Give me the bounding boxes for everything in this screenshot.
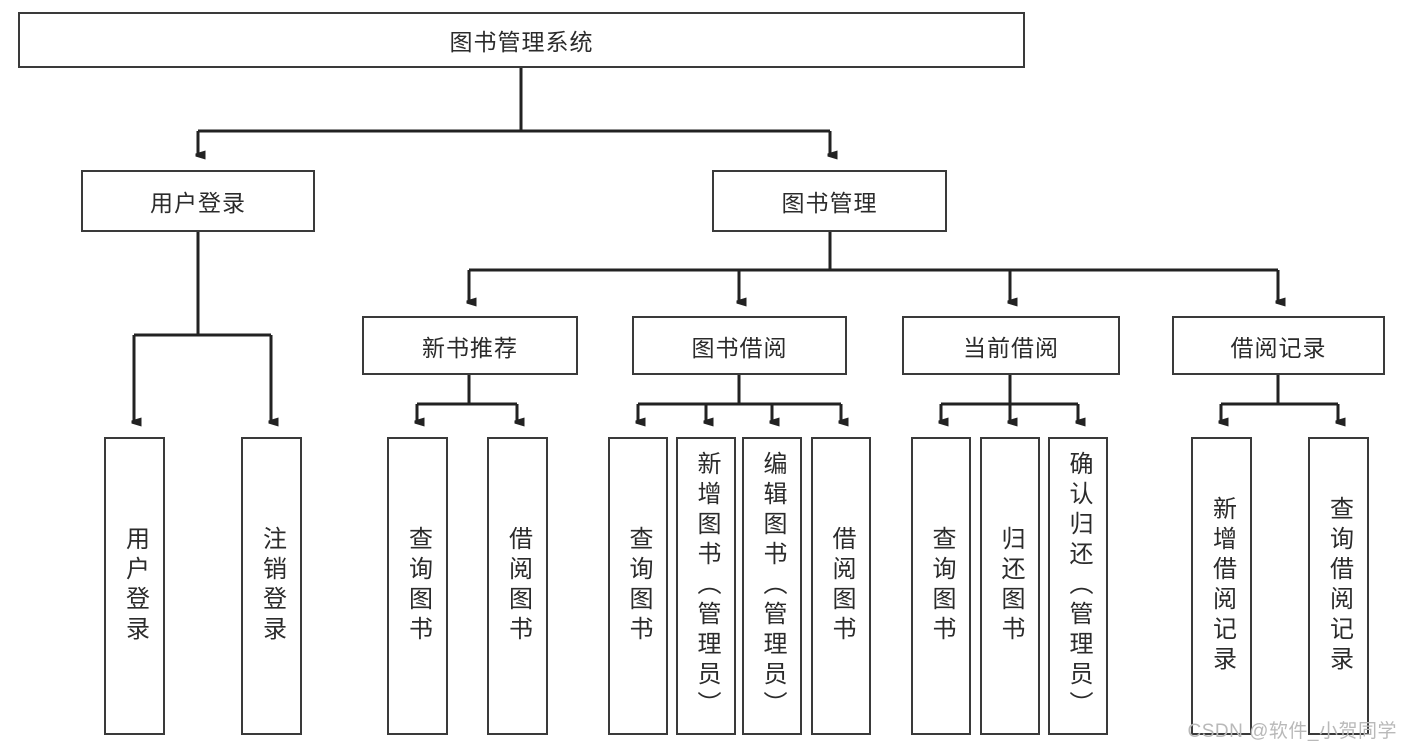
node-book-management[interactable]: 图书管理 [712, 170, 947, 232]
node-label: 借阅记录 [1230, 334, 1327, 361]
node-new-book-recommend[interactable]: 新书推荐 [362, 316, 578, 375]
node-label: 用户登录 [150, 190, 246, 216]
node-label: 借阅图书 [504, 526, 532, 646]
node-label: 新增图书（管理员） [693, 451, 720, 721]
node-leaf-query-book-current[interactable]: 查询图书 [911, 437, 971, 735]
node-label: 查询借阅记录 [1325, 496, 1353, 676]
node-label: 查询图书 [625, 526, 652, 646]
node-label: 新书推荐 [422, 334, 518, 361]
node-label: 查询图书 [404, 526, 432, 646]
node-borrow-record[interactable]: 借阅记录 [1172, 316, 1385, 375]
node-leaf-logout[interactable]: 注销登录 [241, 437, 302, 735]
node-leaf-query-book-borrow[interactable]: 查询图书 [608, 437, 668, 735]
node-root-book-management-system[interactable]: 图书管理系统 [18, 12, 1025, 68]
node-label: 确认归还（管理员） [1065, 451, 1092, 721]
node-leaf-add-book-admin[interactable]: 新增图书（管理员） [676, 437, 736, 735]
node-label: 归还图书 [997, 526, 1024, 646]
node-leaf-confirm-return-admin[interactable]: 确认归还（管理员） [1048, 437, 1108, 735]
node-leaf-add-borrow-record[interactable]: 新增借阅记录 [1191, 437, 1252, 735]
node-label: 用户登录 [121, 526, 149, 646]
node-book-borrow[interactable]: 图书借阅 [632, 316, 847, 375]
node-leaf-borrow-book[interactable]: 借阅图书 [811, 437, 871, 735]
node-user-login[interactable]: 用户登录 [81, 170, 315, 232]
node-label: 图书管理系统 [449, 29, 594, 55]
node-leaf-borrow-book-recommend[interactable]: 借阅图书 [487, 437, 548, 735]
node-label: 借阅图书 [828, 526, 855, 646]
node-current-borrow[interactable]: 当前借阅 [902, 316, 1120, 375]
node-label: 编辑图书（管理员） [759, 451, 786, 721]
node-label: 图书管理 [781, 190, 878, 216]
node-label: 查询图书 [928, 526, 955, 646]
watermark: CSDN @软件_小贺同学 [1187, 721, 1397, 742]
node-leaf-query-borrow-record[interactable]: 查询借阅记录 [1308, 437, 1369, 735]
node-leaf-edit-book-admin[interactable]: 编辑图书（管理员） [742, 437, 802, 735]
node-label: 当前借阅 [963, 334, 1059, 361]
node-leaf-query-book-recommend[interactable]: 查询图书 [387, 437, 448, 735]
node-leaf-user-login[interactable]: 用户登录 [104, 437, 165, 735]
node-label: 图书借阅 [691, 334, 788, 361]
node-label: 新增借阅记录 [1208, 496, 1236, 676]
node-label: 注销登录 [258, 526, 286, 646]
node-leaf-return-book[interactable]: 归还图书 [980, 437, 1040, 735]
